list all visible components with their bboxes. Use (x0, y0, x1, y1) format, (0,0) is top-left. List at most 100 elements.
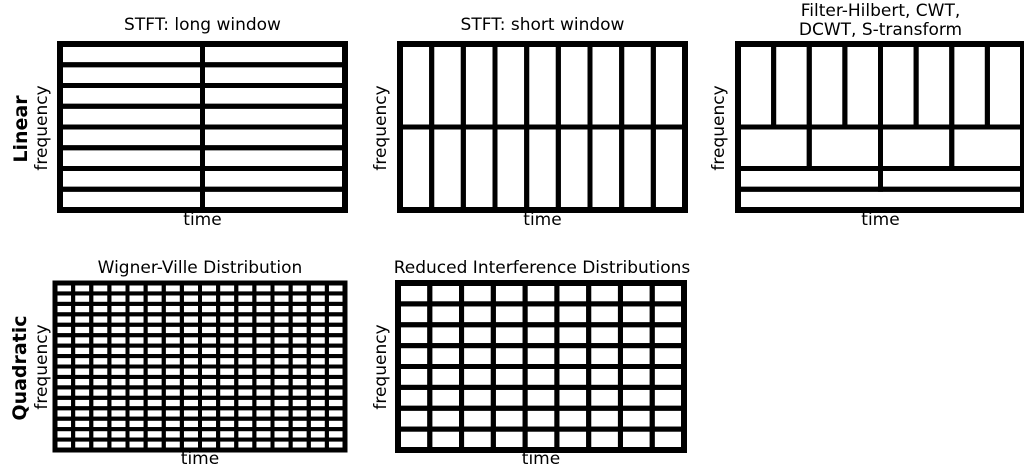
tile-cell (619, 124, 656, 213)
panel-border (57, 41, 348, 213)
tile-cell (771, 41, 812, 130)
y-axis-label-wavelet: frequency (709, 85, 729, 171)
tile-cell (427, 280, 465, 307)
tile-cell (649, 301, 687, 328)
tile-cell (524, 41, 561, 130)
tile-cell (460, 41, 498, 130)
tile-cell (554, 343, 592, 369)
tile-cell (554, 405, 592, 432)
tile-cell (395, 301, 433, 328)
tile-cell (949, 124, 1024, 171)
tile-cell (460, 124, 498, 213)
tile-cell (490, 280, 528, 307)
tile-cell (649, 280, 687, 307)
tile-cell (459, 343, 496, 369)
tile-cell (459, 322, 496, 349)
tile-cell (554, 384, 592, 411)
tile-cell (735, 124, 812, 171)
y-axis-label-wvd: frequency (32, 324, 52, 410)
tile-cell (617, 426, 655, 453)
y-axis-label-stft-short: frequency (371, 85, 391, 171)
tile-cell (617, 322, 655, 349)
tile-cell (522, 343, 560, 369)
tile-cell (395, 405, 433, 432)
tile-cell (427, 301, 465, 328)
panel-title-wvd: Wigner-Ville Distribution (97, 258, 303, 278)
tile-cell (459, 384, 496, 411)
tile-cell (735, 166, 883, 192)
tile-cell (459, 280, 496, 307)
tile-cell (949, 41, 990, 130)
x-axis-label-rid: time (521, 449, 561, 469)
tile-cell (200, 145, 348, 171)
tile-cell (57, 62, 205, 88)
tile-cell (490, 301, 528, 328)
panel-border (397, 41, 688, 213)
x-axis-label-wvd: time (180, 449, 220, 469)
y-axis-label-stft-long: frequency (32, 85, 52, 171)
tile-cell (490, 405, 528, 432)
tile-cell (492, 124, 530, 213)
panel-border (395, 280, 687, 453)
tile-cell (522, 384, 560, 411)
tile-cell (395, 384, 433, 411)
panel-title-stft-short: STFT: short window (460, 15, 625, 35)
tile-cell (427, 384, 465, 411)
tile-cell (490, 343, 528, 369)
tile-cell (586, 322, 623, 349)
y-axis-label-rid: frequency (371, 324, 391, 410)
tile-cell (524, 124, 561, 213)
tile-cell (459, 301, 496, 328)
panel-title-wavelet: Filter-Hilbert, CWT, DCWT, S-transform (798, 1, 963, 40)
tile-cell (842, 41, 883, 130)
tile-cell (522, 364, 560, 390)
tile-cell (459, 426, 496, 453)
tile-cell (57, 83, 205, 109)
tile-cell (522, 426, 560, 453)
tile-cell (554, 426, 592, 453)
tile-cell (200, 166, 348, 192)
tile-cell (878, 41, 919, 130)
tile-cell (554, 322, 592, 349)
tile-cell (617, 364, 655, 390)
tile-cell (522, 280, 560, 307)
row-label-linear: Linear (10, 95, 32, 163)
tile-cell (395, 280, 433, 307)
tile-cell (586, 343, 623, 369)
tile-cell (490, 426, 528, 453)
tiling-grid-wavelet (735, 41, 1024, 213)
tile-cell (878, 124, 955, 171)
tile-cell (395, 322, 433, 349)
tiling-grid-wvd (52, 280, 348, 453)
tile-cell (649, 405, 687, 432)
panel-border (735, 41, 1024, 213)
tile-cell (427, 426, 465, 453)
row-label-quadratic: Quadratic (9, 315, 31, 421)
tile-cell (735, 41, 777, 130)
tile-cell (650, 124, 688, 213)
tile-cell (200, 41, 348, 68)
tile-cell (806, 41, 848, 130)
tile-cell (554, 364, 592, 390)
tile-cell (617, 343, 655, 369)
tile-cell (913, 41, 955, 130)
tile-cell (650, 41, 688, 130)
tile-cell (200, 83, 348, 109)
tile-cell (200, 186, 348, 213)
tile-cell (57, 186, 205, 213)
tile-cell (57, 166, 205, 192)
tile-cell (619, 41, 656, 130)
tile-cell (459, 364, 496, 390)
tile-cell (555, 124, 593, 213)
tiling-grid-stft-short (397, 41, 688, 213)
tile-cell (395, 364, 433, 390)
panel-border (52, 280, 348, 453)
tile-cell (57, 124, 205, 151)
tile-cell (429, 41, 466, 130)
tile-cell (586, 384, 623, 411)
tile-cell (57, 103, 205, 130)
x-axis-label-stft-long: time (183, 210, 222, 230)
panel-title-stft-long: STFT: long window (124, 15, 281, 35)
tile-cell (522, 405, 560, 432)
tile-cell (459, 405, 496, 432)
